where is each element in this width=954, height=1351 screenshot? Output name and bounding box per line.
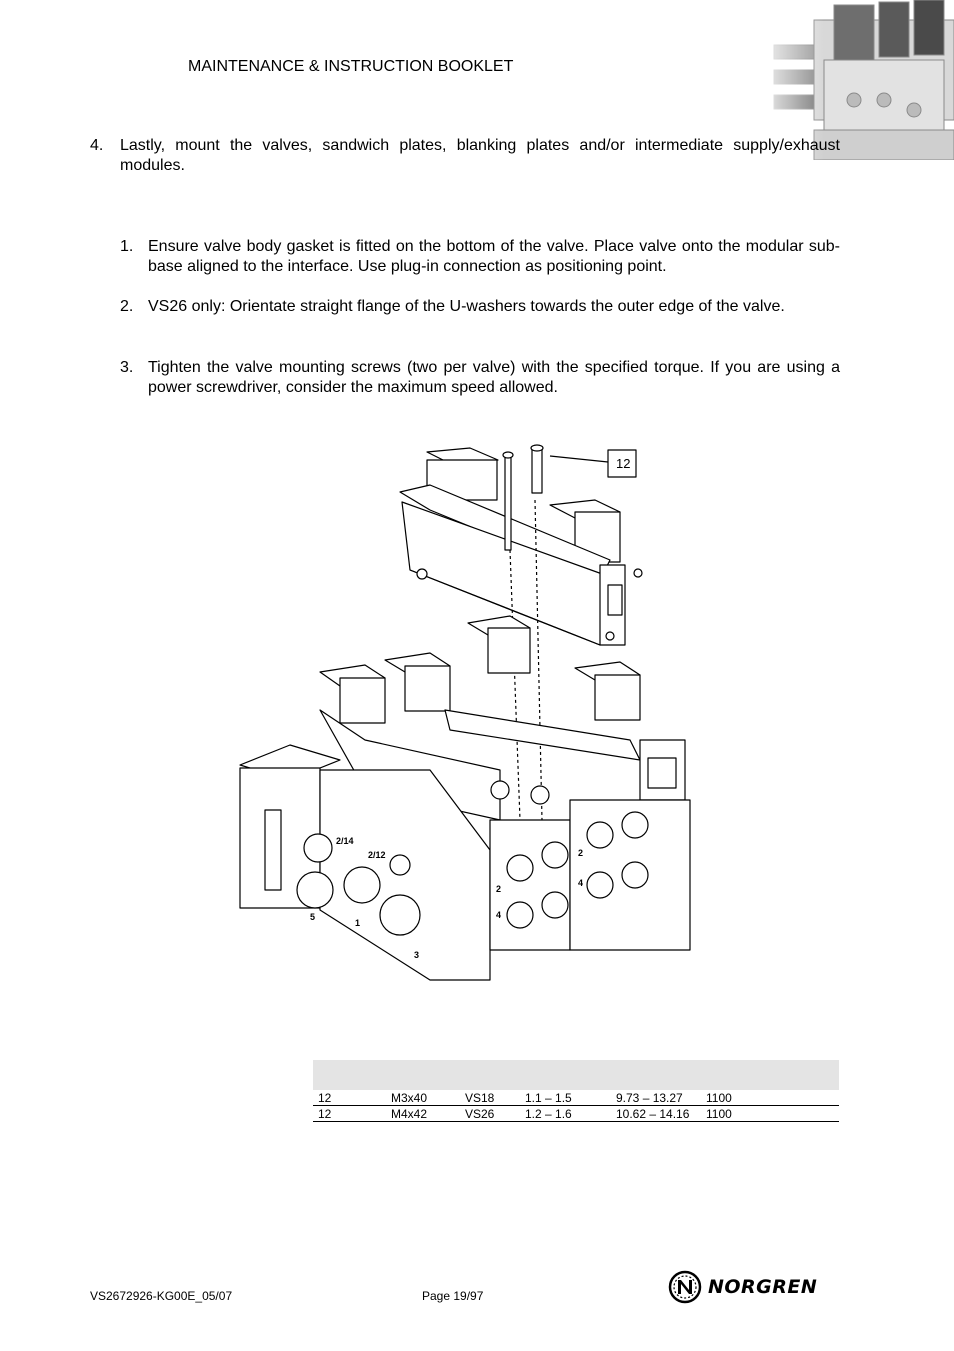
norgren-logo: NORGREN [668,1270,817,1304]
valve-island-photo [754,0,954,160]
port-label: 2 [496,884,501,894]
port-label: 2 [578,848,583,858]
cell-screw: M4x42 [391,1107,428,1121]
step-number: 2. [120,298,134,315]
brand-name: NORGREN [708,1276,818,1298]
cell-torque-lbin: 10.62 – 14.16 [616,1107,690,1121]
port-label: 5 [310,912,315,922]
cell-valve: VS26 [465,1107,495,1121]
table-row: 12 M4x42 VS26 1.2 – 1.6 10.62 – 14.16 11… [313,1106,839,1122]
page-number: Page 19/97 [422,1289,484,1303]
port-label: 4 [578,878,583,888]
cell-item: 12 [318,1091,332,1105]
step-number: 4. [90,137,104,154]
port-label: 4 [496,910,501,920]
table-row: 12 M3x40 VS18 1.1 – 1.5 9.73 – 13.27 110… [313,1090,839,1106]
port-label: 1 [355,918,360,928]
step-text: Ensure valve body gasket is fitted on th… [148,238,840,275]
port-label: 3 [414,950,419,960]
port-label: 2/14 [336,836,354,846]
document-id: VS2672926-KG00E_05/07 [90,1289,233,1303]
torque-table: 12 M3x40 VS18 1.1 – 1.5 9.73 – 13.27 110… [313,1060,839,1122]
cell-screw: M3x40 [391,1091,428,1105]
valve-mounting-drawing: 12 2/14 2/12 2 4 2 4 5 1 3 [239,444,691,981]
port-label: 2/12 [368,850,386,860]
callout-number: 12 [616,456,630,471]
booklet-title: MAINTENANCE & INSTRUCTION BOOKLET [188,58,514,75]
cell-valve: VS18 [465,1091,495,1105]
cell-torque-nm: 1.1 – 1.5 [525,1091,572,1105]
cell-speed: 1100 [706,1091,732,1105]
step-text: Lastly, mount the valves, sandwich plate… [120,137,840,174]
cell-speed: 1100 [706,1107,732,1121]
norgren-emblem-icon [668,1270,702,1304]
step-text: Tighten the valve mounting screws (two p… [148,359,840,396]
step-text: VS26 only: Orientate straight flange of … [148,298,785,315]
cell-torque-lbin: 9.73 – 13.27 [616,1091,683,1105]
table-header [313,1060,839,1090]
step-number: 1. [120,238,134,255]
cell-torque-nm: 1.2 – 1.6 [525,1107,572,1121]
cell-item: 12 [318,1107,332,1121]
step-number: 3. [120,359,134,376]
